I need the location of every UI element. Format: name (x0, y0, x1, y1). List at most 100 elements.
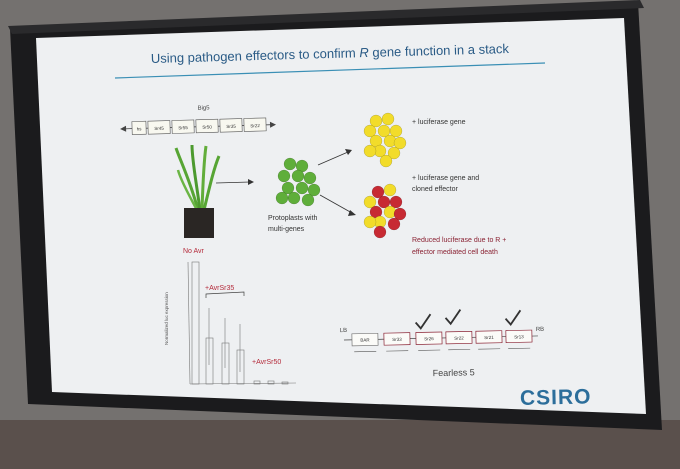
cell (291, 169, 305, 183)
fearless-gene-box (383, 332, 411, 346)
plant-pot (184, 208, 214, 238)
fearless-label: Fearless 5 (433, 367, 475, 378)
fearless-gene-label: BAR (360, 337, 370, 342)
room-floor (0, 420, 680, 469)
arrow-to-effector (319, 194, 353, 214)
checkmark-icon (444, 309, 462, 326)
fearless-rb-label: RB (536, 327, 544, 333)
arrow-to-luciferase (317, 151, 349, 166)
cell (369, 114, 383, 128)
big5-label: Big5 (197, 105, 210, 111)
fearless-gene-box (351, 332, 379, 347)
bar-avrsr50-3 (281, 381, 289, 385)
cell (287, 191, 301, 205)
outcome-reduced-label-line2: effector mediated cell death (412, 249, 498, 256)
big5-gene-box (195, 118, 219, 134)
cell (373, 225, 387, 239)
wheat-plant-image (174, 144, 221, 238)
big5-gene-label: Sr35 (226, 124, 236, 129)
outcome-cloned-label-line2: cloned effector (412, 186, 458, 193)
cell (383, 183, 397, 197)
bar-avrsr35-1 (205, 337, 214, 385)
cell (363, 195, 377, 209)
csiro-logo: CSIRO (520, 385, 592, 409)
cell (363, 144, 377, 158)
cell (281, 181, 295, 195)
protoplast-label-line2: multi-genes (268, 226, 305, 233)
big5-gene-label: Sr22 (250, 123, 260, 128)
big5-gene-label: Sr45 (154, 126, 164, 131)
big5-construct: Big5 hs Sr45 Sr55 Sr50 Sr35 Sr22 (120, 105, 277, 135)
cell (295, 181, 309, 195)
cell (283, 157, 297, 171)
big5-arrow-right (269, 121, 277, 128)
plant-arrow (215, 181, 251, 184)
fearless-gene-label: Sr22 (454, 335, 464, 340)
chart-no-avr-label: No Avr (183, 248, 205, 255)
title-underline (114, 62, 546, 79)
arrow-to-effector-head (348, 210, 356, 216)
big5-arrow-left (120, 125, 127, 132)
outcome-cloned-label-line1: + luciferase gene and (412, 175, 479, 182)
bar-avrsr50-1 (253, 380, 261, 385)
cell (381, 112, 395, 126)
checkmark-icon (504, 309, 522, 326)
cell (379, 154, 393, 168)
big5-gene-box (171, 119, 195, 134)
fearless-gene-label: Sr13 (514, 334, 524, 339)
arrow-to-luciferase-head (345, 149, 352, 155)
cell (363, 124, 377, 138)
cell (387, 217, 401, 231)
checkmark-icon (414, 313, 432, 330)
fearless-gene-box (505, 329, 533, 343)
fearless-gene-box (415, 331, 443, 345)
effector-cluster (363, 183, 407, 239)
cell (389, 195, 403, 209)
cell (363, 215, 377, 229)
fearless-lb-label: LB (340, 328, 347, 334)
fearless-gene-label: Sr26 (424, 336, 434, 341)
fearless-gene-box (475, 330, 503, 344)
big5-gene-label: Sr55 (178, 125, 188, 130)
bar-avrsr50-2 (267, 380, 275, 385)
big5-gene-label: Sr50 (202, 124, 212, 129)
fearless-gene-label: Sr33 (392, 337, 402, 342)
screen-bezel-shade (8, 0, 644, 34)
cell (393, 207, 407, 221)
cell (387, 146, 401, 160)
cell (303, 171, 317, 185)
chart-y-axis (187, 261, 191, 385)
luciferase-bar-chart: No Avr Normalized luc expression +AvrSr3… (164, 248, 297, 385)
cell (275, 191, 289, 205)
big5-gene-box (147, 120, 171, 135)
bar-avrsr35-3 (236, 349, 245, 385)
big5-gene-box (243, 117, 267, 132)
luciferase-cluster (363, 112, 407, 168)
avrsr35-bracket (205, 291, 245, 298)
fearless-gene-label: Sr21 (484, 335, 494, 340)
outcome-luciferase-label: + luciferase gene (412, 119, 466, 126)
big5-gene-box (131, 120, 147, 135)
cell (301, 193, 315, 207)
fearless5-construct: LB RB BAR Sr33 Sr26 Sr22 Sr21 Sr13 Fearless 5 (340, 309, 544, 378)
cell (307, 183, 321, 197)
protoplast-cluster (275, 157, 321, 207)
cell (389, 124, 403, 138)
protoplast-label-line1: Protoplasts with (268, 215, 318, 222)
slide-title: Using pathogen effectors to confirm R ge… (151, 41, 510, 66)
big5-gene-label: hs (137, 126, 143, 131)
fearless-gene-box (445, 330, 473, 345)
cell (371, 185, 385, 199)
cell (277, 169, 291, 183)
slide-background (36, 18, 646, 414)
outcome-reduced-label-line1: Reduced luciferase due to R + (412, 237, 506, 244)
big5-gene-box (219, 118, 243, 133)
chart-avrsr35-label: +AvrSr35 (205, 285, 234, 292)
chart-avrsr50-label: +AvrSr50 (252, 359, 281, 366)
bar-no-avr (191, 261, 200, 385)
cell (393, 136, 407, 150)
plant-arrow-head (248, 179, 254, 185)
bar-avrsr35-2 (221, 342, 230, 385)
chart-ylabel: Normalized luc expression (164, 292, 169, 345)
